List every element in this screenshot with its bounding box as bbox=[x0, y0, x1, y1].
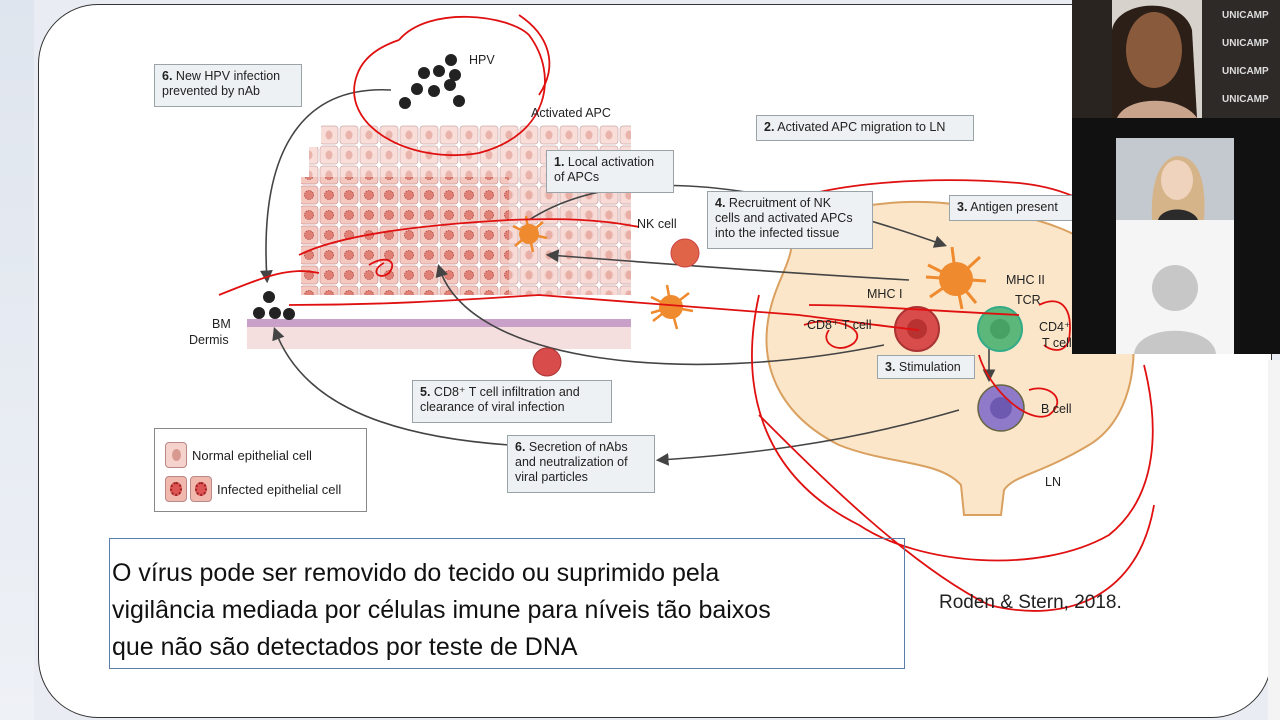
cd4-t-cell-label-1: CD4⁺ bbox=[1039, 320, 1071, 334]
tcr-label: TCR bbox=[1015, 293, 1041, 307]
participant-video-1 bbox=[1116, 138, 1234, 220]
mhc-ii-label: MHC II bbox=[1006, 273, 1045, 287]
video-tile-edge bbox=[1246, 118, 1280, 354]
slide-caption: O vírus pode ser removido do tecido ou s… bbox=[109, 538, 905, 669]
step2-box: 2. Activated APC migration to LN bbox=[756, 115, 974, 141]
presentation-slide: HPV Activated APC NK cell BM Dermis MHC … bbox=[38, 4, 1272, 718]
cd8-t-cell-label: CD8⁺ T cell bbox=[807, 318, 872, 332]
hpv-label: HPV bbox=[469, 53, 495, 67]
citation: Roden & Stern, 2018. bbox=[939, 592, 1122, 613]
apc-dermis bbox=[650, 284, 694, 330]
normal-cell-icon bbox=[165, 442, 187, 468]
dermis-label: Dermis bbox=[189, 333, 229, 347]
caption-line-2: vigilância mediada por células imune par… bbox=[112, 596, 771, 624]
caption-line-3: que não são detectados por teste de DNA bbox=[112, 633, 578, 661]
legend-normal: Normal epithelial cell bbox=[165, 442, 312, 468]
unicamp-watermark: UNICAMP bbox=[1222, 38, 1269, 49]
legend: Normal epithelial cell Infected epitheli… bbox=[154, 428, 367, 512]
participant-avatar-placeholder bbox=[1116, 220, 1234, 354]
apc-lymph-node bbox=[925, 246, 987, 310]
activated-apc-label: Activated APC bbox=[531, 106, 611, 120]
b-cell-label: B cell bbox=[1041, 402, 1072, 416]
activated-apc-tissue bbox=[512, 215, 548, 253]
unicamp-watermark: UNICAMP bbox=[1222, 66, 1269, 77]
step3-box: 3. Antigen present bbox=[949, 195, 1079, 221]
ln-label: LN bbox=[1045, 475, 1061, 489]
cd8-t-cell-tissue bbox=[532, 347, 562, 377]
cd4-t-cell-label-2: T cell bbox=[1042, 336, 1072, 350]
side-panel-edge bbox=[1268, 360, 1280, 720]
caption-line-1: O vírus pode ser removido do tecido ou s… bbox=[112, 559, 720, 587]
hpv-immune-figure bbox=[218, 14, 1160, 612]
red-annotations bbox=[218, 14, 1160, 612]
infected-cell-icon bbox=[165, 476, 187, 502]
hpv-at-bm bbox=[253, 291, 295, 320]
unicamp-watermark: UNICAMP bbox=[1222, 94, 1269, 105]
unicamp-watermark: UNICAMP bbox=[1222, 10, 1269, 21]
legend-infected: Infected epithelial cell bbox=[165, 476, 341, 502]
hpv-particles bbox=[399, 54, 465, 109]
infected-cell-icon bbox=[190, 476, 212, 502]
participants-video bbox=[1072, 118, 1246, 354]
mhc-i-label: MHC I bbox=[867, 287, 903, 301]
step3b-box: 3. Stimulation bbox=[877, 355, 975, 379]
presenter-video bbox=[1072, 0, 1280, 118]
nk-cell-label: NK cell bbox=[637, 217, 677, 231]
video-tile-participants[interactable] bbox=[1072, 118, 1246, 354]
bm-label: BM bbox=[212, 317, 231, 331]
video-tile-presenter[interactable]: UNICAMP UNICAMP UNICAMP UNICAMP bbox=[1072, 0, 1280, 118]
desktop-background bbox=[0, 0, 34, 720]
nk-cell bbox=[670, 238, 700, 268]
